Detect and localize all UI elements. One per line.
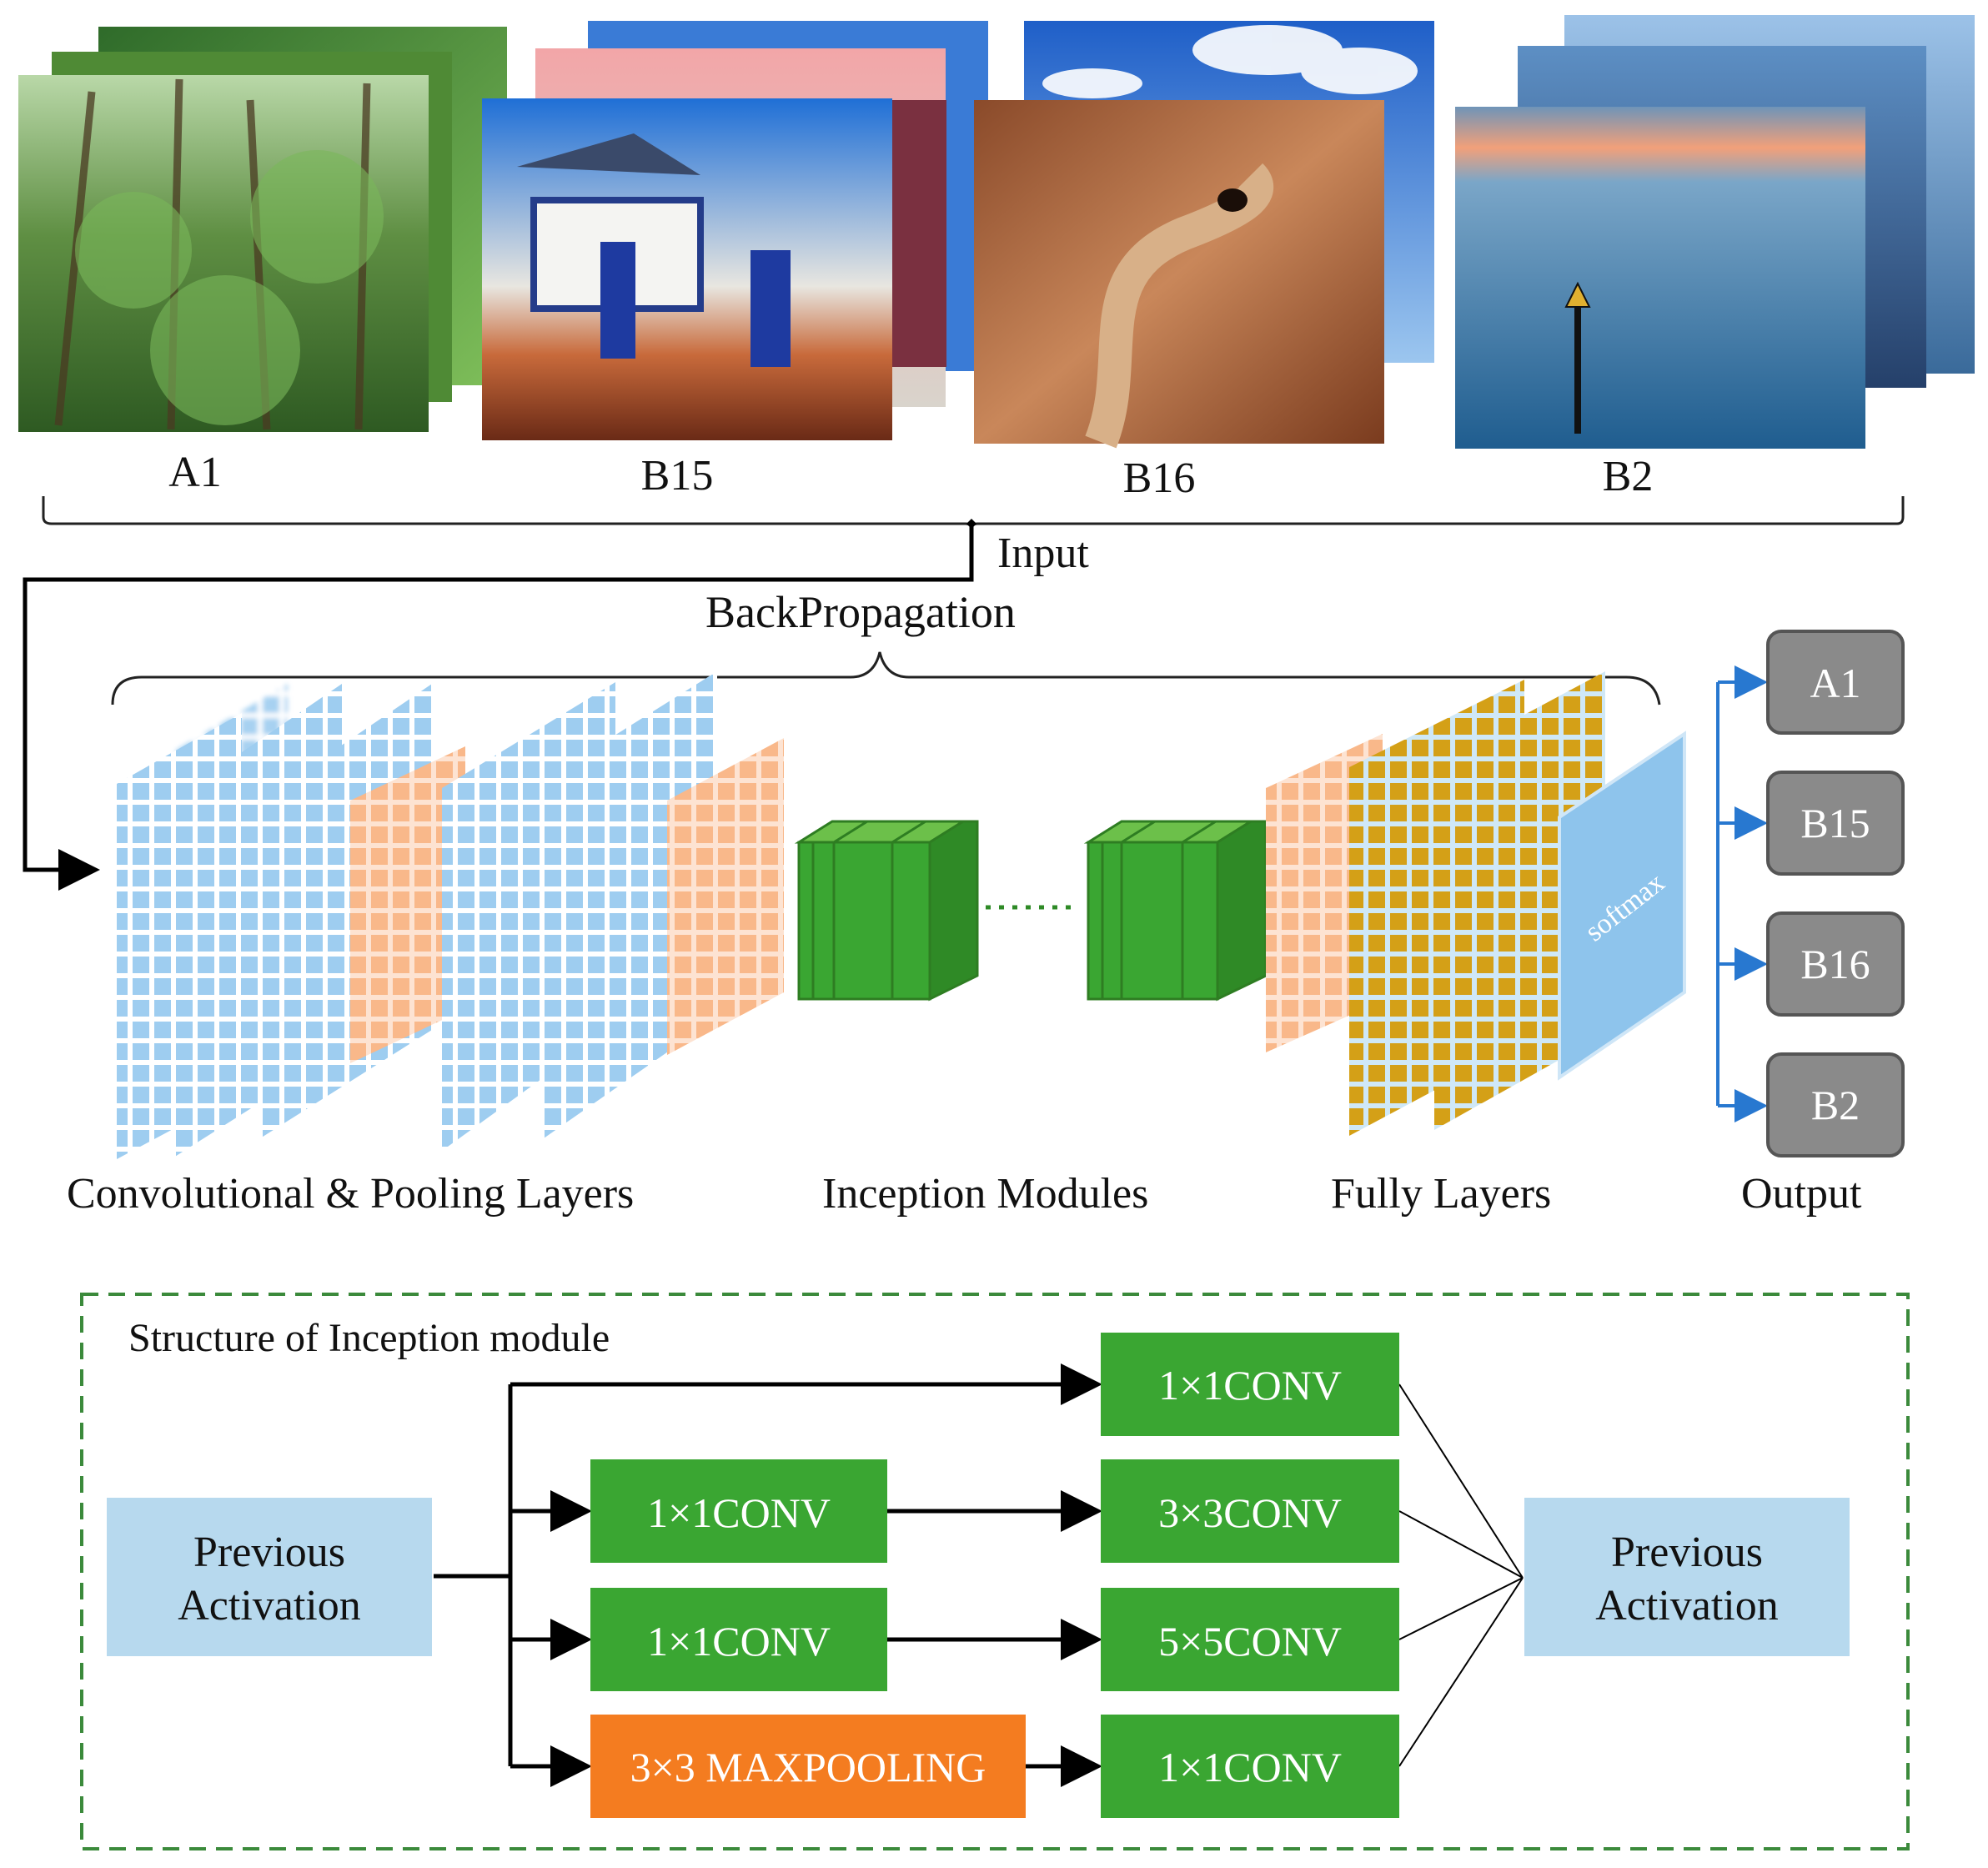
pool-layer <box>350 746 465 1063</box>
image-stack-a1 <box>18 27 507 432</box>
output-section: A1 B15 B16 B2 <box>1716 630 1905 1157</box>
branch-2-first-label: 1×1CONV <box>647 1489 831 1536</box>
softmax-layer <box>1558 731 1686 1081</box>
branch-3-second-label: 5×5CONV <box>1158 1618 1342 1665</box>
branch-connectors <box>434 1363 1102 1787</box>
pool-layer <box>667 738 784 1055</box>
branch-1-second: 1×1CONV <box>1101 1333 1399 1436</box>
branch-4-second-label: 1×1CONV <box>1158 1744 1342 1790</box>
output-label-b2: B2 <box>1811 1082 1860 1128</box>
image-label-b15: B15 <box>641 452 714 500</box>
branch-2-second: 3×3CONV <box>1101 1459 1399 1563</box>
output-label-b16: B16 <box>1800 941 1870 987</box>
output-label-a1: A1 <box>1810 660 1860 706</box>
image-stack-b2 <box>1455 15 1975 449</box>
output-label-b15: B15 <box>1800 800 1870 846</box>
backprop-label: BackPropagation <box>705 587 1016 637</box>
input-arrow <box>23 519 976 891</box>
branch-4-first-label: 3×3 MAXPOOLING <box>630 1744 986 1790</box>
dashed-border <box>80 1293 1910 1850</box>
image-label-b16: B16 <box>1123 454 1196 502</box>
conv-pooling-layers <box>117 671 784 1159</box>
sea-photo <box>1455 107 1865 449</box>
branch-2-second-label: 3×3CONV <box>1158 1489 1342 1536</box>
inception-structure-title: Structure of Inception module <box>128 1316 610 1360</box>
backprop-brace <box>111 651 1661 706</box>
inception-block-left <box>794 820 979 1002</box>
output-box-a1: A1 <box>1766 630 1905 735</box>
output-box-b16: B16 <box>1766 911 1905 1017</box>
image-stack-b16 <box>974 21 1434 449</box>
inception-modules-graphic <box>794 820 1268 1002</box>
desert-photo <box>974 100 1384 444</box>
fully-layers-graphic: softmax <box>1266 671 1686 1136</box>
output-box-b2: B2 <box>1766 1052 1905 1157</box>
input-images <box>18 15 1975 449</box>
output-box-b15: B15 <box>1766 771 1905 876</box>
branch-1-second-label: 1×1CONV <box>1158 1362 1342 1409</box>
image-label-a1: A1 <box>168 449 222 496</box>
branch-3-second: 5×5CONV <box>1101 1588 1399 1691</box>
input-label: Input <box>997 530 1089 577</box>
branch-3-first-label: 1×1CONV <box>647 1618 831 1665</box>
image-label-b2: B2 <box>1603 453 1654 500</box>
section-labels: Convolutional & Pooling Layers Inception… <box>67 1170 1862 1218</box>
branch-3-first: 1×1CONV <box>590 1588 887 1691</box>
section-label-inception: Inception Modules <box>822 1170 1148 1218</box>
section-label-conv: Convolutional & Pooling Layers <box>67 1170 634 1218</box>
branch-4-second: 1×1CONV <box>1101 1715 1399 1818</box>
branch-2-first: 1×1CONV <box>590 1459 887 1563</box>
inception-block-right <box>1083 820 1268 1002</box>
branch-4-first: 3×3 MAXPOOLING <box>590 1715 1026 1818</box>
input-image-labels: A1 B15 B16 B2 <box>168 449 1653 502</box>
section-label-output: Output <box>1741 1170 1862 1218</box>
image-stack-b15 <box>482 21 988 440</box>
section-label-fully: Fully Layers <box>1331 1170 1551 1218</box>
merge-connectors <box>1398 1383 1524 1767</box>
